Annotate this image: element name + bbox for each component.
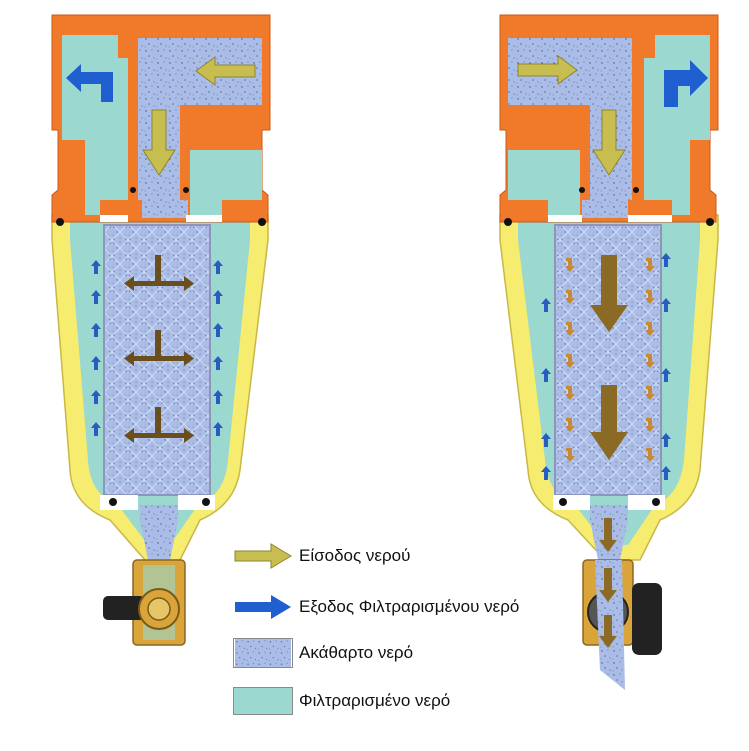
left-side-channel xyxy=(190,150,262,215)
right-drain-handle xyxy=(632,583,662,655)
small-down-arrow-icon xyxy=(565,354,575,368)
small-up-arrow-icon xyxy=(213,390,223,404)
small-down-arrow-icon xyxy=(565,448,575,462)
small-down-arrow-icon xyxy=(565,418,575,432)
left-drain-handle xyxy=(103,596,145,620)
left-small-up-arrows xyxy=(91,260,223,436)
small-up-arrow-icon xyxy=(541,368,551,382)
small-up-arrow-icon xyxy=(213,422,223,436)
small-up-arrow-icon xyxy=(213,290,223,304)
small-up-arrow-icon xyxy=(661,433,671,447)
right-filter xyxy=(499,14,719,690)
legend-outlet: Εξοδος Φιλτραρισμένου νερό xyxy=(233,592,519,622)
small-down-arrow-icon xyxy=(645,354,655,368)
small-up-arrow-icon xyxy=(91,260,101,274)
small-down-arrow-icon xyxy=(565,386,575,400)
left-flow-arrows xyxy=(124,255,194,443)
small-down-arrow-icon xyxy=(645,418,655,432)
small-down-arrow-icon xyxy=(565,290,575,304)
dirty-water-swatch xyxy=(233,638,293,668)
small-up-arrow-icon xyxy=(91,323,101,337)
small-down-arrow-icon xyxy=(645,322,655,336)
small-down-arrow-icon xyxy=(565,322,575,336)
small-up-arrow-icon xyxy=(213,323,223,337)
small-down-arrow-icon xyxy=(565,258,575,272)
small-up-arrow-icon xyxy=(661,253,671,267)
small-up-arrow-icon xyxy=(213,356,223,370)
small-up-arrow-icon xyxy=(541,298,551,312)
right-small-orange-arrows xyxy=(565,258,655,462)
small-down-arrow-icon xyxy=(645,386,655,400)
small-up-arrow-icon xyxy=(91,356,101,370)
outlet-arrow-icon xyxy=(235,595,291,619)
inlet-arrow-icon xyxy=(234,543,292,569)
left-outlet-arrow-icon xyxy=(66,64,113,102)
right-small-up-arrows xyxy=(541,253,671,480)
left-down-arrow-icon xyxy=(142,109,176,176)
legend-inlet: Είσοδος νερού xyxy=(233,541,410,571)
left-inlet-channel xyxy=(138,38,262,218)
small-down-arrow-icon xyxy=(645,448,655,462)
legend-outlet-label: Εξοδος Φιλτραρισμένου νερό xyxy=(299,597,520,616)
small-up-arrow-icon xyxy=(661,298,671,312)
small-up-arrow-icon xyxy=(91,390,101,404)
legend-filtered: Φιλτραρισμένο νερό xyxy=(233,686,450,716)
legend-dirty: Ακάθαρτο νερό xyxy=(233,638,413,668)
small-up-arrow-icon xyxy=(91,422,101,436)
small-up-arrow-icon xyxy=(541,433,551,447)
left-filter xyxy=(51,14,271,646)
small-up-arrow-icon xyxy=(661,368,671,382)
right-drain-arrows xyxy=(599,518,617,648)
right-outlet-arrow-icon xyxy=(664,60,708,107)
right-down-arrow-icon xyxy=(592,109,626,176)
legend-filtered-label: Φιλτραρισμένο νερό xyxy=(299,691,451,710)
left-inlet-arrow-icon xyxy=(195,56,256,86)
right-inlet-arrow-icon xyxy=(517,55,578,85)
filtered-water-swatch xyxy=(233,687,293,715)
small-down-arrow-icon xyxy=(645,258,655,272)
right-flow-arrows xyxy=(590,255,628,460)
right-side-channel xyxy=(508,150,580,215)
legend-dirty-label: Ακάθαρτο νερό xyxy=(299,643,414,662)
small-up-arrow-icon xyxy=(91,290,101,304)
legend-inlet-label: Είσοδος νερού xyxy=(299,546,411,565)
small-up-arrow-icon xyxy=(213,260,223,274)
right-inlet-channel xyxy=(508,38,632,218)
small-up-arrow-icon xyxy=(661,466,671,480)
small-down-arrow-icon xyxy=(645,290,655,304)
small-up-arrow-icon xyxy=(541,466,551,480)
